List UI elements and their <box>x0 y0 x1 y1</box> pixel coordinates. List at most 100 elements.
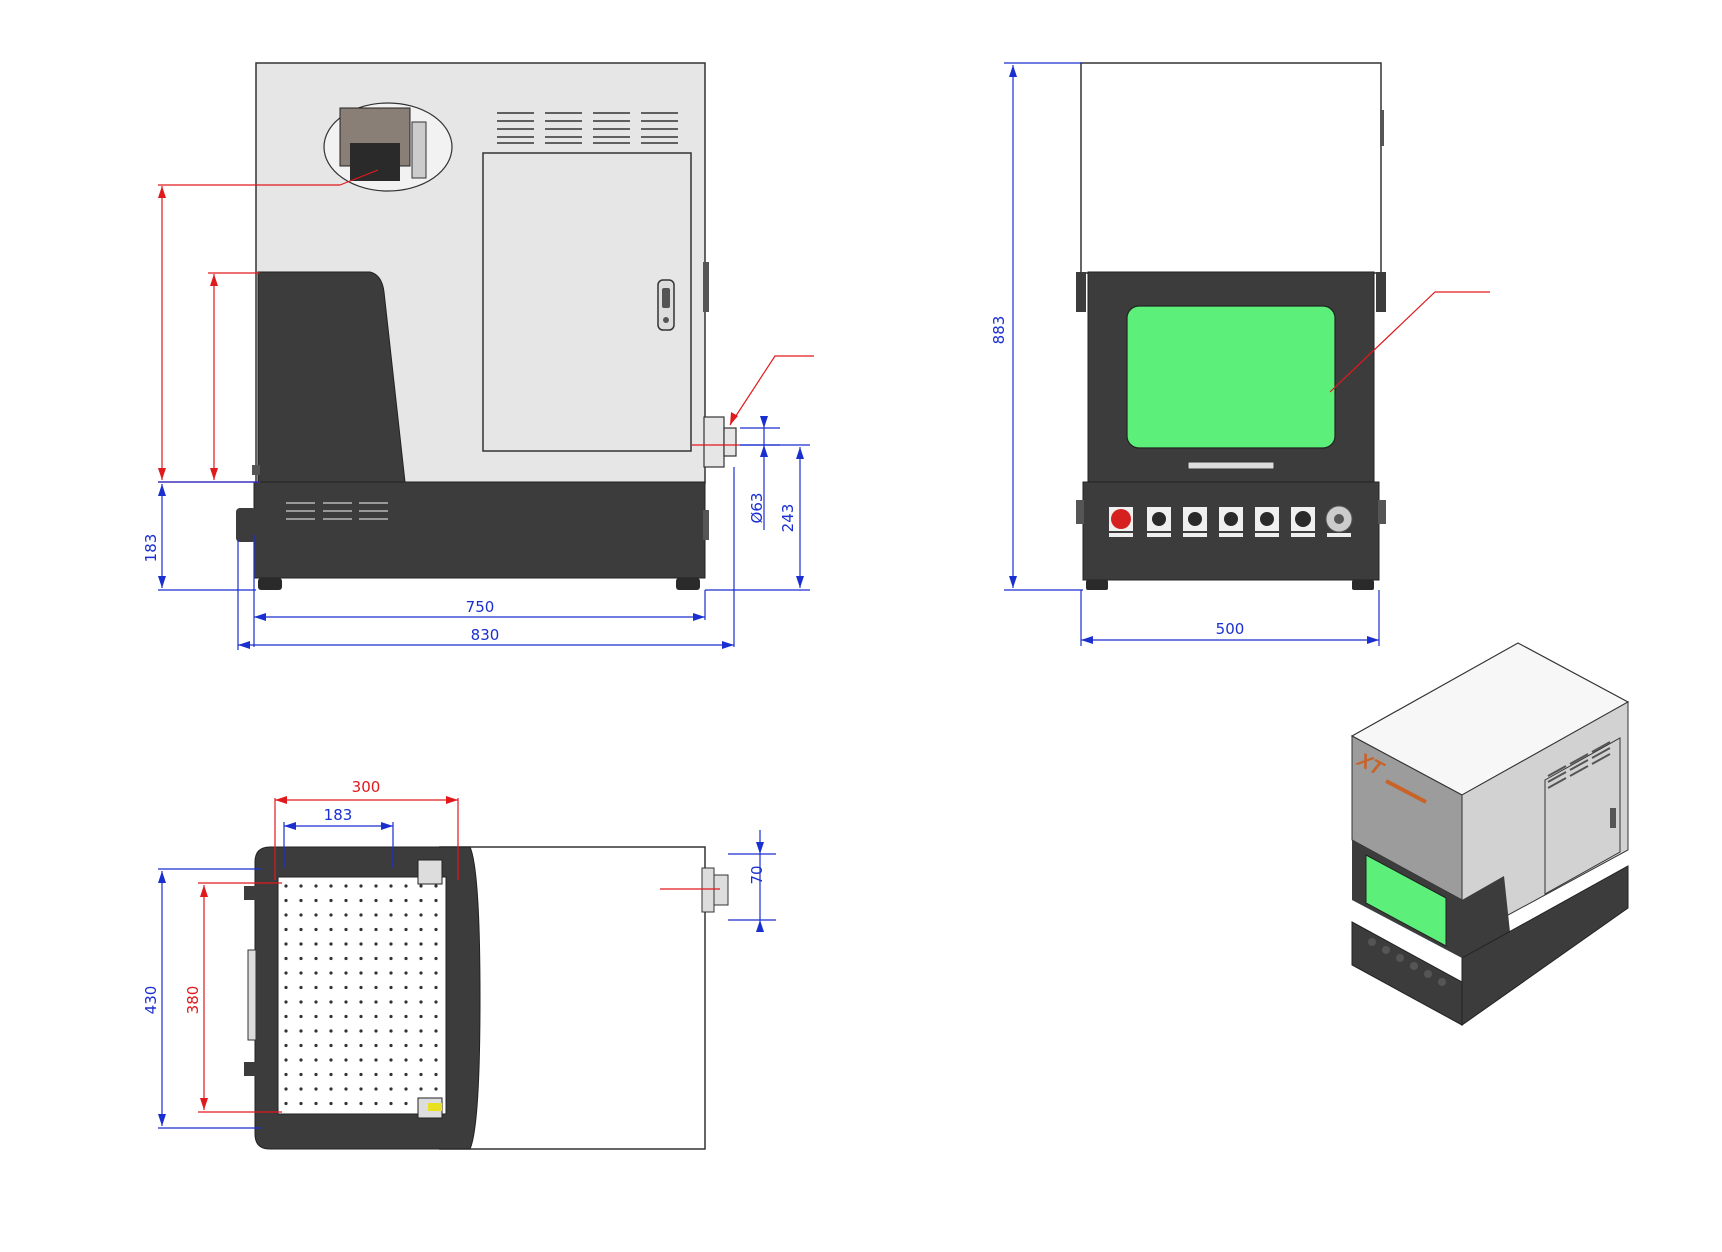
table-hole <box>434 956 438 961</box>
front-view: 883 500 <box>990 62 1490 646</box>
table-hole <box>359 942 363 946</box>
table-hole <box>329 971 333 975</box>
table-hole <box>284 1072 288 1077</box>
table-hole <box>284 1000 288 1004</box>
table-hole <box>314 1072 318 1077</box>
table-hole <box>434 884 438 888</box>
table-hole <box>314 1043 318 1048</box>
table-hole <box>389 1014 393 1019</box>
table-hole <box>404 1101 408 1106</box>
table-hole <box>314 927 318 932</box>
table-hole <box>329 927 333 932</box>
table-hole <box>434 985 438 990</box>
table-hole <box>359 884 363 888</box>
table-hole <box>404 985 408 990</box>
table-hole <box>434 927 438 932</box>
table-hole <box>404 1087 408 1091</box>
table-hole <box>284 884 288 888</box>
table-hole <box>344 956 348 961</box>
top-view: 300 183 70 430 380 <box>142 778 776 1150</box>
table-hole <box>374 985 378 990</box>
table-hole <box>314 942 318 946</box>
table-hole <box>329 942 333 946</box>
table-hole <box>389 942 393 946</box>
table-hole <box>359 1101 363 1106</box>
table-hole <box>434 942 438 946</box>
side-foot-left <box>258 578 282 590</box>
table-hole <box>374 1043 378 1048</box>
dim-body-width: 750 <box>466 598 495 616</box>
table-hole <box>389 927 393 932</box>
table-hole <box>284 956 288 961</box>
dim-pipe-diameter: Ø63 <box>748 493 766 524</box>
table-hole <box>389 1029 393 1033</box>
table-hole <box>374 942 378 946</box>
iso-vents <box>1547 741 1611 789</box>
table-hole <box>404 942 408 946</box>
table-hole <box>344 1029 348 1033</box>
table-hole <box>389 1000 393 1004</box>
side-dark-enclosure <box>257 271 406 483</box>
table-hole <box>299 1072 303 1077</box>
table-hole <box>419 1072 423 1077</box>
table-hole <box>314 884 318 888</box>
table-hole <box>314 1014 318 1019</box>
table-hole <box>344 927 348 932</box>
table-hole <box>389 971 393 975</box>
dim-work-area-depth: 380 <box>184 986 202 1015</box>
dim-base-height: 183 <box>142 534 160 563</box>
table-hole <box>374 898 378 903</box>
table-hole <box>404 971 408 975</box>
control-button-icon <box>1188 512 1202 526</box>
table-hole <box>344 985 348 990</box>
table-hole <box>314 1101 318 1106</box>
table-holes <box>284 884 438 1106</box>
table-hole <box>284 1029 288 1033</box>
isometric-view: XT <box>1350 642 1630 1026</box>
table-hole <box>404 1058 408 1062</box>
table-hole <box>404 884 408 888</box>
table-hole <box>419 956 423 961</box>
dim-pipe-height: 243 <box>779 504 797 533</box>
table-hole <box>329 1087 333 1091</box>
table-hole <box>434 1000 438 1004</box>
window-leader <box>1329 291 1490 393</box>
table-hole <box>344 1072 348 1077</box>
table-hole <box>344 884 348 888</box>
table-hole <box>419 1058 423 1062</box>
table-hole <box>284 927 288 932</box>
iso-laser-window <box>1365 854 1447 947</box>
table-hole <box>359 898 363 903</box>
table-hole <box>329 1072 333 1077</box>
side-door <box>482 152 692 452</box>
table-hole <box>419 1087 423 1091</box>
laser-window <box>1126 305 1336 449</box>
table-hole <box>344 898 348 903</box>
table-hole <box>419 942 423 946</box>
table-hole <box>359 913 363 917</box>
table-hole <box>389 1058 393 1062</box>
table-hole <box>419 898 423 903</box>
top-housing <box>439 846 706 1150</box>
table-hole <box>374 971 378 975</box>
table-hole <box>374 1000 378 1004</box>
table-hole <box>284 913 288 917</box>
table-hole <box>359 971 363 975</box>
side-base <box>253 481 706 579</box>
table-hole <box>404 1029 408 1033</box>
table-hole <box>299 1043 303 1048</box>
table-hole <box>314 913 318 917</box>
table-hole <box>374 884 378 888</box>
table-hole <box>344 1043 348 1048</box>
table-hole <box>374 913 378 917</box>
table-hole <box>299 913 303 917</box>
table-hole <box>419 1043 423 1048</box>
table-hole <box>344 1087 348 1091</box>
work-table <box>277 876 447 1115</box>
table-hole <box>344 1014 348 1019</box>
emergency-stop-button <box>1111 509 1131 529</box>
table-hole <box>374 956 378 961</box>
table-hole <box>344 1058 348 1062</box>
table-hole <box>374 1087 378 1091</box>
